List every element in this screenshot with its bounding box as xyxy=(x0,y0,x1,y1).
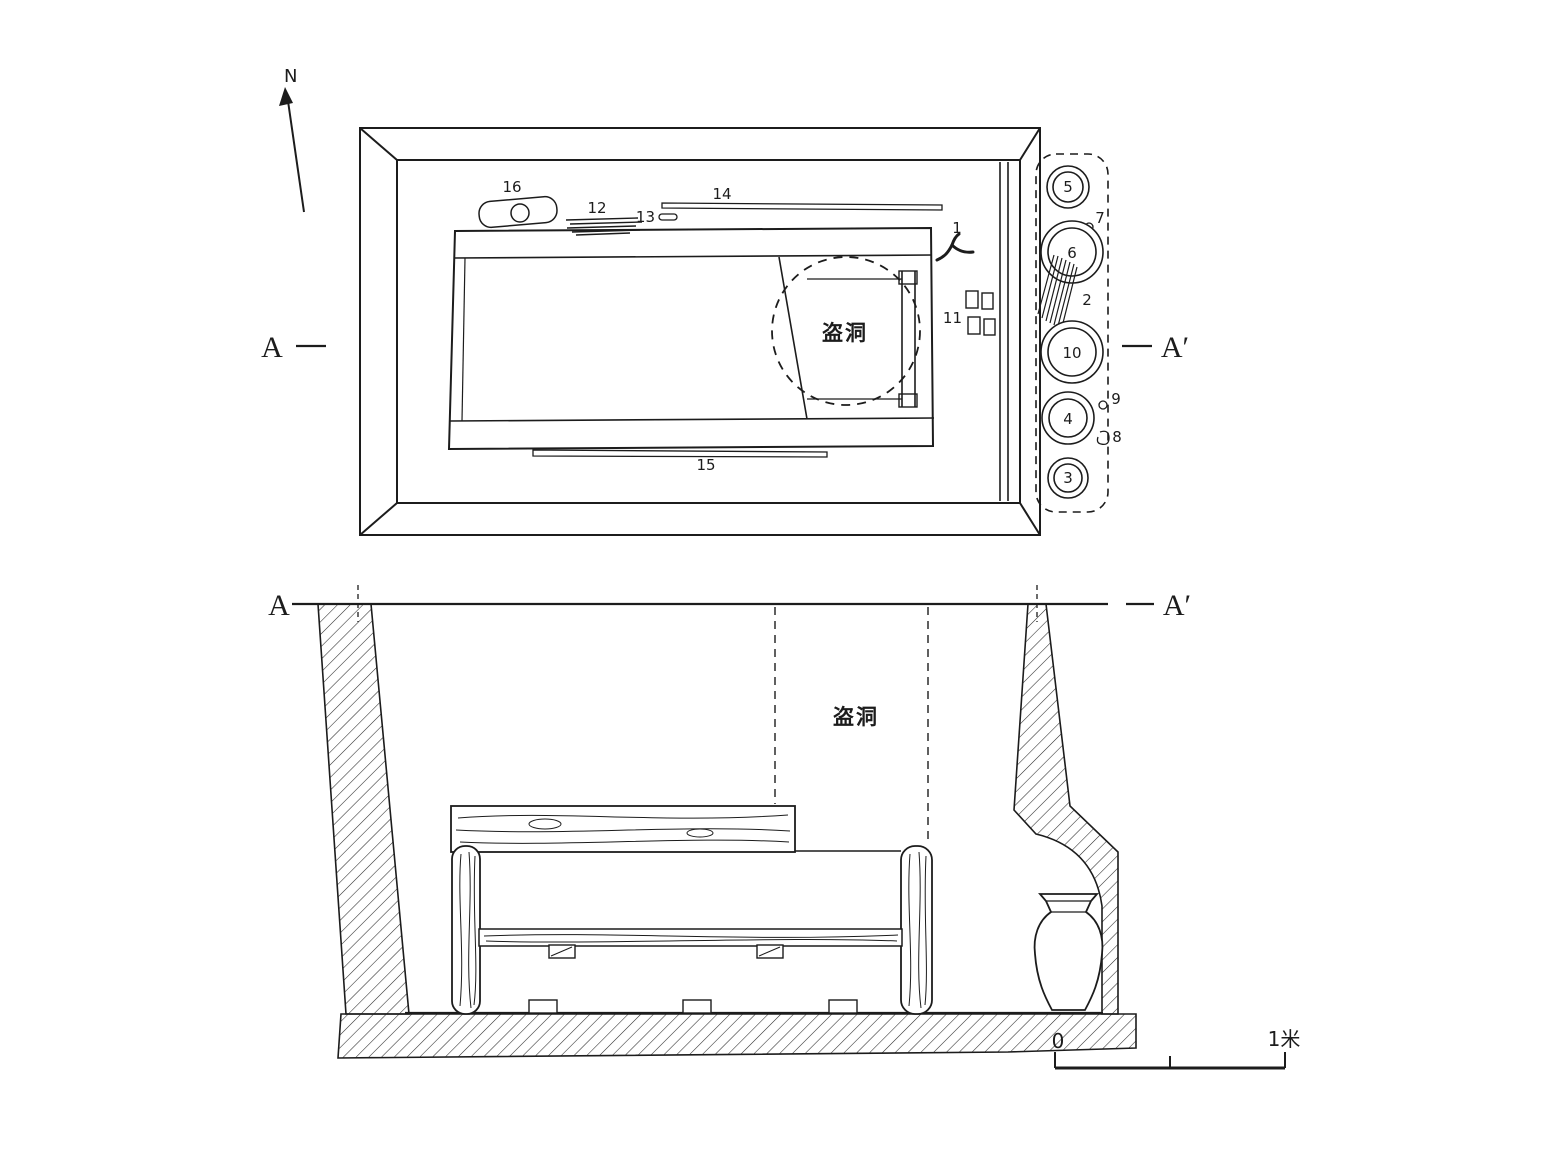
pot-4-label: 4 xyxy=(1063,410,1073,428)
section-coffin xyxy=(450,805,933,1015)
find-9: 9 xyxy=(1098,390,1121,410)
section-label-right: A′ xyxy=(1163,589,1191,622)
plan-section-markers: A A′ xyxy=(261,331,1189,364)
find-8: 8 xyxy=(1096,428,1122,446)
coffin-lid-plank xyxy=(450,805,796,853)
section-view: A A′ 盗洞 xyxy=(268,585,1191,1059)
find-14-label: 14 xyxy=(712,185,731,203)
find-8-label: 8 xyxy=(1112,428,1122,446)
pot-3-label: 3 xyxy=(1063,469,1073,487)
earth-hatch-right xyxy=(1013,603,1119,1015)
robber-hole-section: 盗洞 xyxy=(774,607,929,845)
north-label: N xyxy=(284,66,297,87)
pottery-area-dashed-outline xyxy=(1035,153,1109,513)
find-14: 14 xyxy=(661,185,943,211)
pot-5-label: 5 xyxy=(1063,178,1073,196)
earth-hatch-left xyxy=(317,603,410,1015)
find-15: 15 xyxy=(532,449,828,474)
pot-circle-3: 3 xyxy=(1047,457,1089,499)
plan-section-label-right: A′ xyxy=(1161,331,1189,364)
find-16: 16 xyxy=(478,178,558,229)
find-15-label: 15 xyxy=(696,456,715,474)
pot-10-label: 10 xyxy=(1062,344,1081,362)
coffin-bottom-plank xyxy=(478,928,903,947)
find-13: 13 xyxy=(636,208,678,226)
find-13-label: 13 xyxy=(636,208,655,226)
pot-circle-6: 6 xyxy=(1040,220,1104,284)
niche-pot xyxy=(1033,893,1104,1011)
section-markers: A A′ xyxy=(268,585,1191,622)
section-label-left: A xyxy=(268,589,290,622)
earth-hatch-bottom xyxy=(337,1013,1137,1059)
pot-circle-10: 10 xyxy=(1040,320,1104,384)
find-11-label: 11 xyxy=(943,309,962,327)
scale-zero-label: 0 xyxy=(1052,1029,1065,1053)
find-2-bundle: 2 xyxy=(1037,254,1092,328)
find-12-label: 12 xyxy=(587,199,606,217)
plan-section-label-left: A xyxy=(261,331,283,364)
find-16-label: 16 xyxy=(502,178,521,196)
find-1-label: 1 xyxy=(952,219,962,237)
find-12: 12 xyxy=(565,199,643,236)
north-arrow: N xyxy=(279,66,305,213)
coffin-floor-sleepers xyxy=(528,999,858,1014)
pot-circle-4: 4 xyxy=(1041,391,1095,445)
plan-view: 盗洞 16 12 13 14 1 xyxy=(261,127,1189,536)
scale-one-meter-label: 1米 xyxy=(1268,1027,1301,1051)
find-7-label: 7 xyxy=(1095,209,1105,227)
pottery-area: 5 7 6 2 10 xyxy=(1035,153,1122,513)
plan-pit xyxy=(359,127,1041,536)
find-1: 1 xyxy=(935,219,975,262)
robber-hole-circle xyxy=(771,256,921,406)
pot-6-label: 6 xyxy=(1067,244,1077,262)
coffin-support-blocks xyxy=(548,944,784,959)
coffin-right-end-board xyxy=(900,845,933,1015)
find-9-label: 9 xyxy=(1111,390,1121,408)
find-11: 11 xyxy=(943,290,996,336)
coffin-left-end-board xyxy=(451,845,481,1015)
robber-hole-label-plan: 盗洞 xyxy=(822,321,868,345)
plan-coffin xyxy=(447,226,935,451)
robber-hole-plan: 盗洞 xyxy=(771,256,921,406)
find-2-label: 2 xyxy=(1082,291,1092,309)
pot-circle-5: 5 xyxy=(1046,165,1090,209)
earth-hatch xyxy=(317,603,1137,1059)
scale-bar: 0 1米 xyxy=(1052,1027,1301,1070)
robber-hole-label-section: 盗洞 xyxy=(833,705,879,729)
